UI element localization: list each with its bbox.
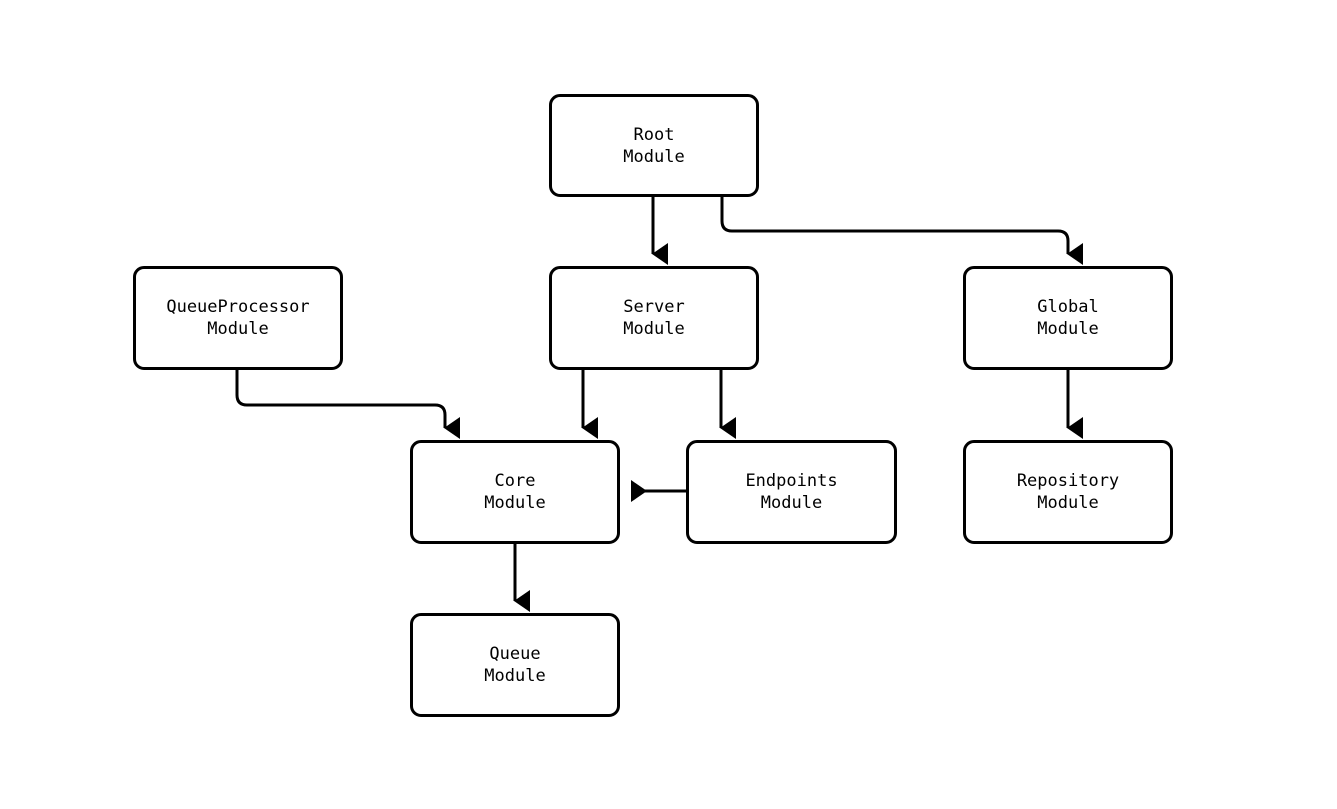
edge-queueprocessor-core <box>235 370 460 439</box>
node-queueprocessor-module[interactable]: QueueProcessor Module <box>133 266 343 370</box>
node-label: QueueProcessor Module <box>166 297 310 339</box>
node-label: Global Module <box>1037 297 1099 339</box>
node-root-module[interactable]: Root Module <box>549 94 759 197</box>
node-label: Server Module <box>623 297 685 339</box>
node-endpoints-module[interactable]: Endpoints Module <box>686 440 897 544</box>
node-label: Root Module <box>623 124 685 167</box>
node-server-module[interactable]: Server Module <box>549 266 759 370</box>
node-repository-module[interactable]: Repository Module <box>963 440 1173 544</box>
edge-root-global <box>720 197 1083 265</box>
node-label: Repository Module <box>1016 471 1120 513</box>
node-label: Core Module <box>484 471 546 513</box>
edges-group <box>235 197 1083 612</box>
node-label: Endpoints Module <box>745 471 838 513</box>
node-queue-module[interactable]: Queue Module <box>410 613 620 717</box>
node-label: Queue Module <box>484 644 546 686</box>
node-global-module[interactable]: Global Module <box>963 266 1173 370</box>
node-core-module[interactable]: Core Module <box>410 440 620 544</box>
